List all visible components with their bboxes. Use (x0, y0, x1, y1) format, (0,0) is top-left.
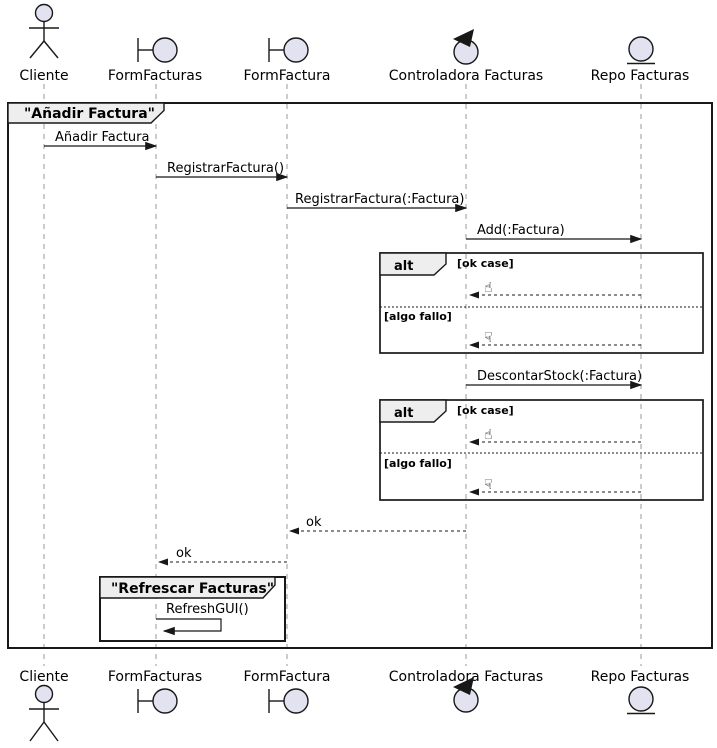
thumbs-up-icon: ☝ (484, 427, 493, 443)
participant-label-controladora: Controladora Facturas (389, 68, 543, 84)
message-label: Añadir Factura (55, 130, 150, 145)
frame-title-pentagon (99, 576, 276, 599)
message-descontar-stock: DescontarStock(:Factura) (466, 369, 643, 390)
boundary-icon (268, 688, 309, 714)
message-label: DescontarStock(:Factura) (477, 369, 642, 384)
message-ok-to-formfacturas: ok (158, 546, 287, 566)
frame-refrescar-facturas: "Refrescar Facturas" RefreshGUI() (99, 576, 286, 642)
participant-label-cliente: Cliente (19, 669, 68, 685)
message-label: ok (306, 515, 322, 530)
entity-icon (627, 686, 655, 715)
participant-label-controladora: Controladora Facturas (389, 669, 543, 685)
message-registrar-factura: RegistrarFactura() (156, 161, 289, 182)
participant-formfacturas-bottom: FormFacturas (108, 669, 202, 714)
thumbs-down-icon: ☟ (484, 330, 493, 346)
participant-cliente-bottom: Cliente (19, 669, 69, 742)
message-label: RefreshGUI() (166, 602, 249, 617)
participant-formfactura-top: FormFactura (243, 37, 331, 84)
boundary-icon (137, 688, 178, 714)
participant-label-formfactura: FormFactura (243, 669, 330, 685)
participant-label-formfactura: FormFactura (243, 68, 330, 84)
message-anadir-factura: Añadir Factura (44, 130, 158, 151)
frame-title: "Añadir Factura" (24, 106, 155, 122)
control-icon (453, 677, 479, 713)
participant-repo-top: Repo Facturas (591, 36, 690, 84)
alt-frame-1: alt [ok case] ☝ [algo fallo] ☟ (379, 252, 704, 354)
participant-controladora-bottom: Controladora Facturas (389, 669, 543, 713)
alt-pentagon (379, 399, 447, 423)
thumbs-up-icon: ☝ (484, 280, 493, 296)
guard-ok: [ok case] (457, 404, 514, 417)
frame-title-pentagon (7, 102, 165, 124)
message-label: Add(:Factura) (477, 223, 565, 238)
frame-title: "Refrescar Facturas" (111, 581, 274, 597)
message-label: ok (176, 546, 192, 561)
participant-repo-bottom: Repo Facturas (591, 669, 690, 715)
frame-anadir-factura: "Añadir Factura" (7, 102, 713, 649)
boundary-icon (137, 37, 178, 63)
lifelines (43, 84, 642, 666)
participant-label-formfacturas: FormFacturas (108, 669, 202, 685)
actor-icon (29, 3, 59, 59)
entity-icon (627, 36, 655, 65)
guard-ok: [ok case] (457, 257, 514, 270)
message-label: RegistrarFactura(:Factura) (295, 192, 464, 207)
message-ok-to-formfactura: ok (289, 515, 466, 535)
participant-label-repo: Repo Facturas (591, 669, 690, 685)
participant-cliente-top: Cliente (19, 3, 69, 84)
boundary-icon (268, 37, 309, 63)
self-call-arrow (156, 618, 222, 636)
alt-operator: alt (394, 406, 413, 421)
alt-frame-2: alt [ok case] ☝ [algo fallo] ☟ (379, 399, 704, 501)
participant-formfactura-bottom: FormFactura (243, 669, 331, 714)
message-refresh-gui: RefreshGUI() (156, 602, 249, 636)
participant-label-cliente: Cliente (19, 68, 68, 84)
guard-fail: [algo fallo] (384, 457, 452, 470)
actor-icon (29, 684, 59, 742)
message-add-factura: Add(:Factura) (466, 223, 643, 244)
thumbs-down-icon: ☟ (484, 477, 493, 493)
participant-label-repo: Repo Facturas (591, 68, 690, 84)
guard-fail: [algo fallo] (384, 310, 452, 323)
participant-label-formfacturas: FormFacturas (108, 68, 202, 84)
message-label: RegistrarFactura() (167, 161, 284, 176)
alt-pentagon (379, 252, 447, 276)
alt-operator: alt (394, 259, 413, 274)
control-icon (453, 29, 479, 65)
message-registrar-factura-arg: RegistrarFactura(:Factura) (287, 192, 468, 213)
participant-formfacturas-top: FormFacturas (108, 37, 202, 84)
participant-controladora-top: Controladora Facturas (389, 29, 543, 84)
